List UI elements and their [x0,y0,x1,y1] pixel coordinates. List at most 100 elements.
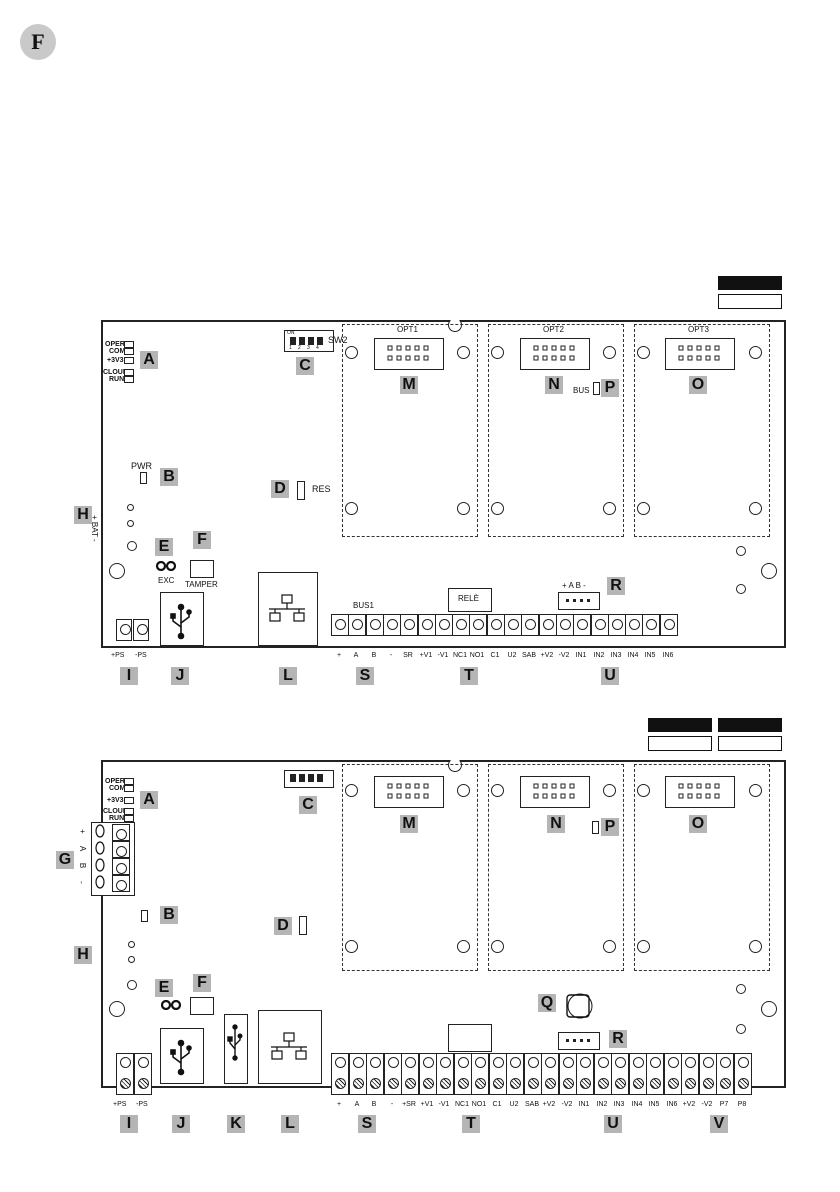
header-tab-black [648,718,712,732]
terminal[interactable] [642,614,660,636]
dip-switch-sw2 [284,330,334,352]
sw-num-3: 3 [307,345,310,351]
terminal[interactable] [556,614,574,636]
bus-jumper [593,382,600,395]
terminal[interactable] [366,1053,384,1095]
terminal[interactable] [504,614,522,636]
terminal[interactable] [524,1053,542,1095]
terminal[interactable] [419,1053,437,1095]
ps-minus-label: -PS [135,652,147,659]
terminal[interactable] [401,1053,419,1095]
terminal[interactable] [400,614,418,636]
terminal[interactable] [646,1053,664,1095]
terminal-label: NO1 [471,1101,487,1108]
led-cloud [124,808,134,815]
terminal[interactable] [681,1053,699,1095]
terminal[interactable] [576,1053,594,1095]
terminal[interactable] [349,1053,367,1095]
terminal-label: A [353,652,359,659]
led-label-oper: OPER [105,341,125,348]
terminal[interactable] [716,1053,734,1095]
label-l: L [281,1115,299,1133]
usb-port[interactable] [160,1028,204,1084]
terminal-ps-plus[interactable] [116,1053,134,1095]
terminal[interactable] [366,614,384,636]
led-label-run: RUN [109,376,125,383]
exc-label: EXC [158,576,175,585]
header-tab-white [718,294,782,309]
terminal[interactable] [487,614,505,636]
terminal[interactable] [452,614,470,636]
label-i: I [120,1115,138,1133]
terminal[interactable] [331,614,349,636]
terminal[interactable] [454,1053,472,1095]
terminal-ps-minus[interactable] [133,619,149,641]
terminal[interactable] [699,1053,717,1095]
relay [448,1024,492,1052]
terminal-label: NO1 [469,652,485,659]
ethernet-port[interactable] [258,572,318,646]
sw-on-label: ON [287,330,295,336]
terminal[interactable] [541,1053,559,1095]
terminal[interactable] [660,614,678,636]
terminal-label: NC1 [454,1101,469,1108]
terminal[interactable] [573,614,591,636]
terminal-ps-plus[interactable] [116,619,132,641]
terminal[interactable] [348,614,366,636]
terminal-ps-minus[interactable] [134,1053,152,1095]
terminal[interactable] [591,614,609,636]
terminal-label: IN1 [578,1101,590,1108]
terminal[interactable] [734,1053,752,1095]
label-f: F [193,974,211,992]
terminal[interactable] [521,614,539,636]
terminal[interactable] [489,1053,507,1095]
terminal-label: IN3 [610,652,622,659]
terminal[interactable] [436,1053,454,1095]
terminal[interactable] [471,1053,489,1095]
led-run [124,815,134,822]
terminal[interactable] [608,614,626,636]
usb-port-2[interactable] [224,1014,248,1084]
led-label-oper: OPER [105,778,125,785]
label-f: F [193,531,211,549]
bat-pad [128,941,135,948]
led-cloud [124,369,134,376]
ethernet-port[interactable] [258,1010,322,1084]
bus-jumper [592,821,599,834]
side-terminal[interactable] [112,841,130,858]
terminal[interactable] [418,614,436,636]
side-terminal[interactable] [112,875,130,892]
usb-port[interactable] [160,592,204,646]
terminal[interactable] [435,614,453,636]
terminal[interactable] [611,1053,629,1095]
label-o: O [689,815,707,833]
terminal[interactable] [539,614,557,636]
sw-num-1: 1 [289,345,292,351]
label-b: B [160,468,178,486]
terminal[interactable] [331,1053,349,1095]
terminal[interactable] [664,1053,682,1095]
side-terminal[interactable] [112,824,130,841]
terminal[interactable] [469,614,487,636]
terminal-label: IN3 [613,1101,625,1108]
terminal[interactable] [383,614,401,636]
mount-hole-small [736,546,746,556]
terminal[interactable] [559,1053,577,1095]
side-terminal[interactable] [112,858,130,875]
mount-hole [637,346,650,359]
terminal[interactable] [625,614,643,636]
mount-hole [491,502,504,515]
terminal[interactable] [384,1053,402,1095]
mount-hole [457,502,470,515]
g-term-a: A [78,845,88,852]
terminal[interactable] [506,1053,524,1095]
label-p: P [601,379,619,397]
sw-num-4: 4 [316,345,319,351]
mount-hole [345,784,358,797]
terminal[interactable] [594,1053,612,1095]
terminal[interactable] [629,1053,647,1095]
label-c: C [299,796,317,814]
terminal-label: SAB [521,652,536,659]
header-tab-white [718,736,782,751]
mount-hole-large [761,1001,777,1017]
